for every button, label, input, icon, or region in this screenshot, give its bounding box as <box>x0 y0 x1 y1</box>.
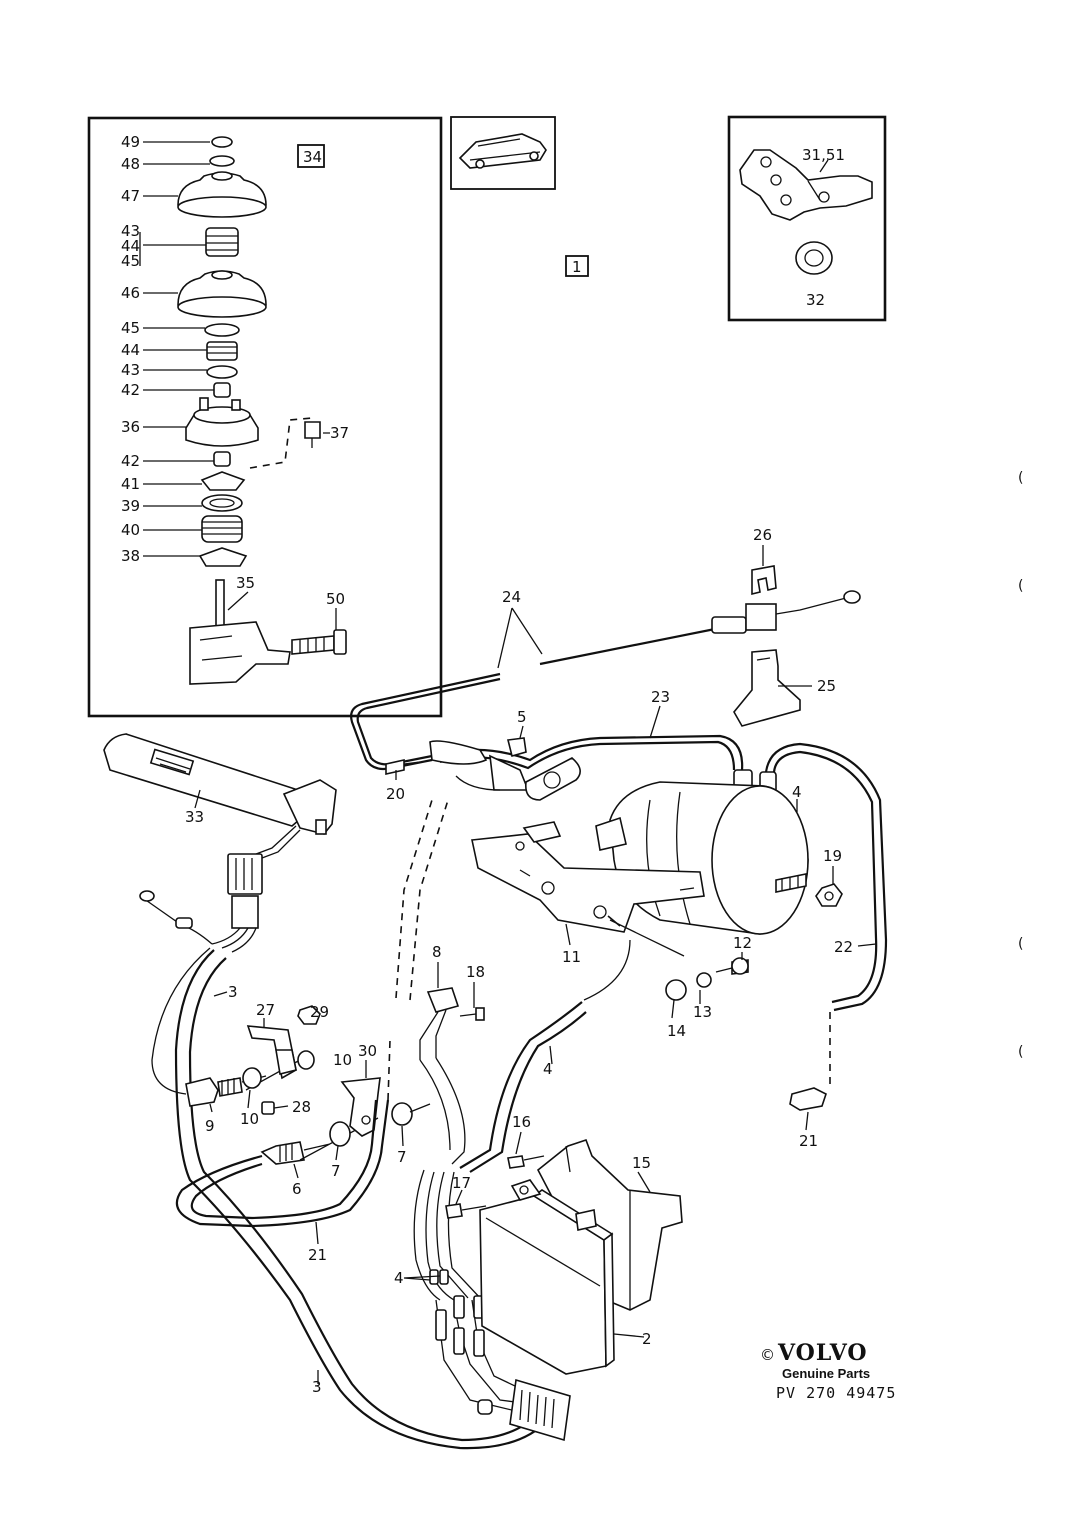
part-label: 22 <box>834 938 853 956</box>
part-label: 4 <box>792 783 802 801</box>
inset-label: 36 <box>121 418 140 436</box>
inset-label: 35 <box>236 574 255 592</box>
part-label: 2 <box>642 1330 652 1348</box>
part-label: 10 <box>333 1051 352 1069</box>
inset-label: 39 <box>121 497 140 515</box>
bracket-inset-frame <box>727 115 887 322</box>
part-label: 12 <box>733 934 752 952</box>
part-label: 28 <box>292 1098 311 1116</box>
part-label: 3 <box>228 983 238 1001</box>
part-label: 23 <box>651 688 670 706</box>
inset-label: 41 <box>121 475 140 493</box>
inset-label: 49 <box>121 133 140 151</box>
part-code: PV 270 49475 <box>776 1384 896 1402</box>
ref-box-34 <box>297 144 325 168</box>
ref-box-1-label: 1 <box>572 258 582 276</box>
inset-label: 42 <box>121 452 140 470</box>
inset-label: 48 <box>121 155 140 173</box>
part-label: 16 <box>512 1113 531 1131</box>
car-symbol-frame <box>450 116 556 190</box>
inset-label: 43 <box>121 222 140 240</box>
inset-label: 43 <box>121 361 140 379</box>
margin-mark: ( <box>1018 936 1023 952</box>
inset-label: 40 <box>121 521 140 539</box>
part-label: 4 <box>543 1060 553 1078</box>
margin-mark: ( <box>1018 470 1023 486</box>
part-label: 30 <box>358 1042 377 1060</box>
part-label: 18 <box>466 963 485 981</box>
ref-box-1 <box>565 255 589 277</box>
part-label: 27 <box>256 1001 275 1019</box>
part-label: 20 <box>386 785 405 803</box>
inset-label: 44 <box>121 237 140 255</box>
inset-bracket-assembly: 31,51 32 <box>727 115 887 322</box>
part-label: 21 <box>799 1132 818 1150</box>
inset-label: 45 <box>121 252 140 270</box>
main-assembly: 26 24 25 23 5 20 33 4 19 11 12 22 8 18 3… <box>103 526 888 1450</box>
inset-frame <box>87 116 443 718</box>
part-label: 9 <box>205 1117 215 1135</box>
part-label: 13 <box>693 1003 712 1021</box>
copyright-symbol: © <box>760 1346 775 1364</box>
part-label: 15 <box>632 1154 651 1172</box>
genuine-parts-text: Genuine Parts <box>782 1366 870 1381</box>
part-label: 4 <box>394 1269 404 1287</box>
part-label: 21 <box>308 1246 327 1264</box>
inset-label: 46 <box>121 284 140 302</box>
part-label: 19 <box>823 847 842 865</box>
bracket-inset-label: 31,51 <box>802 146 845 164</box>
car-symbol-box <box>450 116 556 190</box>
brand-name: VOLVO <box>777 1340 868 1366</box>
inset-exploded-assembly: 34 <box>87 116 443 718</box>
part-label: 26 <box>753 526 772 544</box>
inset-label: 38 <box>121 547 140 565</box>
inset-label: 50 <box>326 590 345 608</box>
part-label: 33 <box>185 808 204 826</box>
inset-label: 45 <box>121 319 140 337</box>
part-label: 24 <box>502 588 521 606</box>
margin-mark: ( <box>1018 1044 1023 1060</box>
inset-label: 37 <box>330 424 349 442</box>
margin-mark: ( <box>1018 578 1023 594</box>
inset-label: 44 <box>121 341 140 359</box>
inset-label: 47 <box>121 187 140 205</box>
binding-margin-marks: ( ( ( ( <box>1018 470 1023 1060</box>
part-label: 10 <box>240 1110 259 1128</box>
part-label: 11 <box>562 948 581 966</box>
bracket-inset-label: 32 <box>806 291 825 309</box>
car-side-icon <box>458 133 547 169</box>
part-label: 6 <box>292 1180 302 1198</box>
part-label: 14 <box>667 1022 686 1040</box>
part-label: 5 <box>517 708 527 726</box>
part-label: 7 <box>331 1162 341 1180</box>
part-label: 29 <box>310 1003 329 1021</box>
ref-box-34-label: 34 <box>303 148 322 166</box>
inset-label: 42 <box>121 381 140 399</box>
volvo-branding: © VOLVO Genuine Parts PV 270 49475 <box>760 1340 896 1402</box>
part-label: 3 <box>312 1378 322 1396</box>
part-label: 25 <box>817 677 836 695</box>
part-label: 17 <box>452 1174 471 1192</box>
part-label: 8 <box>432 943 442 961</box>
part-label: 7 <box>397 1148 407 1166</box>
